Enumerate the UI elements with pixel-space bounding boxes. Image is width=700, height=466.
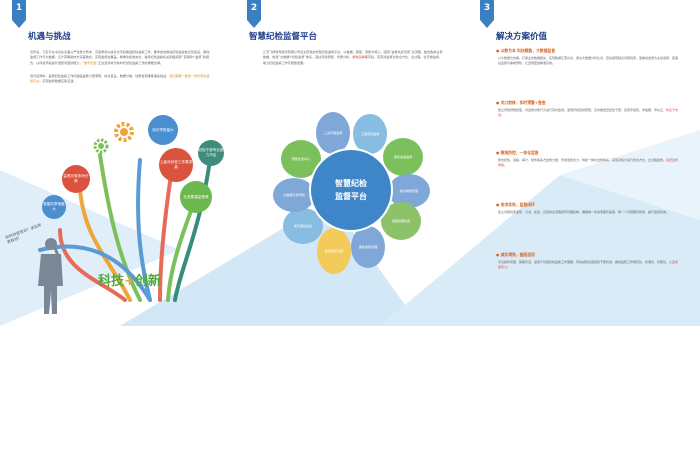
bubble-green: 业务繁重监督难 <box>180 181 212 213</box>
petal: 惠民资金监督 <box>383 138 423 176</box>
section-title-1: 机遇与挑战 <box>28 32 71 42</box>
value-text-1: 以大数据为支撑，打通业务数据壁垒，实现数据汇聚共享。通过大数据分析比对，自动发现… <box>498 56 679 66</box>
petal: 大数据分析研判 <box>273 178 315 212</box>
intro-paragraph-2: 但与此同时，基层纪检监察工作仍面临监督力量薄弱、信息孤岛、数据分散、线索发现难等… <box>30 74 210 84</box>
bubble-red-left: 监督对象多而分散 <box>62 165 90 193</box>
gear-icon <box>114 122 134 142</box>
hub-line-2: 监督平台 <box>335 192 367 201</box>
value-title-2: ● 关口前移，实时预警+督查 <box>496 100 546 105</box>
section-marker-3: 3 <box>480 0 494 28</box>
petal: 监督执纪问责 <box>317 228 351 274</box>
platform-paragraph: 江苏飞搏软件股份有限公司自主研发的智慧纪检监督平台，以数据、模型、智能为核心，围… <box>263 50 443 65</box>
businessman-silhouette-icon <box>38 238 63 314</box>
hub-line-1: 智慧纪检 <box>335 179 367 188</box>
petal: 党风廉政建设 <box>283 208 323 244</box>
panel-opportunities: 1 机遇与挑战 近年来，习近平总书记在全面从严治党大局中，高度重视以信息化手段推… <box>0 0 233 326</box>
petal: 三资管理监督 <box>316 112 350 154</box>
bubble-teal: 纪检干部专业能力不足 <box>198 140 224 166</box>
petal: 工程项目监督 <box>353 114 387 154</box>
platform-hub: 智慧纪检 监督平台 <box>311 150 391 230</box>
panel-platform: 2 智慧纪检监督平台 江苏飞搏软件股份有限公司自主研发的智慧纪检监督平台，以数据… <box>233 0 466 326</box>
tree-branches <box>38 148 212 302</box>
petal: 廉政档案管理 <box>351 226 385 268</box>
value-text-4: 建立问题线索发现、分派、处置、反馈的全流程闭环管理机制，确保每一条线索都有着落、… <box>498 210 670 214</box>
bubble-blue-left: 数据共享难度大 <box>42 195 66 219</box>
slogan: 科技+创新 <box>98 274 161 289</box>
value-title-4: ● 务求实效，监督闭环 <box>496 202 535 207</box>
section-marker-2: 2 <box>247 0 261 28</box>
section-marker-1: 1 <box>12 0 26 28</box>
gear-icon <box>93 138 109 154</box>
value-title-3: ● 精准防控，一体化监督 <box>496 150 539 155</box>
panel-values: 3 解决方案价值 ● 以数为本 科技赋能，大数据监督 以大数据为支撑，打通业务数… <box>466 0 700 326</box>
bubble-top-blue: 信访举报量大 <box>148 115 178 145</box>
bubble-red-top: 上级对纪检工作要求高 <box>159 148 193 182</box>
value-title-5: ● 减负增效，基层适用 <box>496 252 535 257</box>
value-text-5: 平台操作简便、部署灵活，适用于基层纪检监察工作需要，有效减轻基层纪检干部负担，推… <box>498 260 679 270</box>
value-title-1: ● 以数为本 科技赋能，大数据监督 <box>496 48 556 53</box>
value-text-2: 建立风险预警模型，对监督对象行为进行实时监测，发现异常自动预警，及时推送至纪检干… <box>498 108 679 118</box>
section-title-3: 解决方案价值 <box>496 32 548 42</box>
intro-paragraph-1: 近年来，习近平总书记在全面从严治党大局中，高度重视以信息化手段推进纪检监察工作，… <box>30 50 210 65</box>
page-bottom-margin <box>0 326 700 466</box>
value-text-3: 整合纪检、巡察、审计、财务等多方监督力量，形成监督合力，构建一体化监督体系，实现… <box>498 158 679 168</box>
section-title-2: 智慧纪检监督平台 <box>249 32 318 42</box>
petal: 问题线索处置 <box>381 202 421 240</box>
